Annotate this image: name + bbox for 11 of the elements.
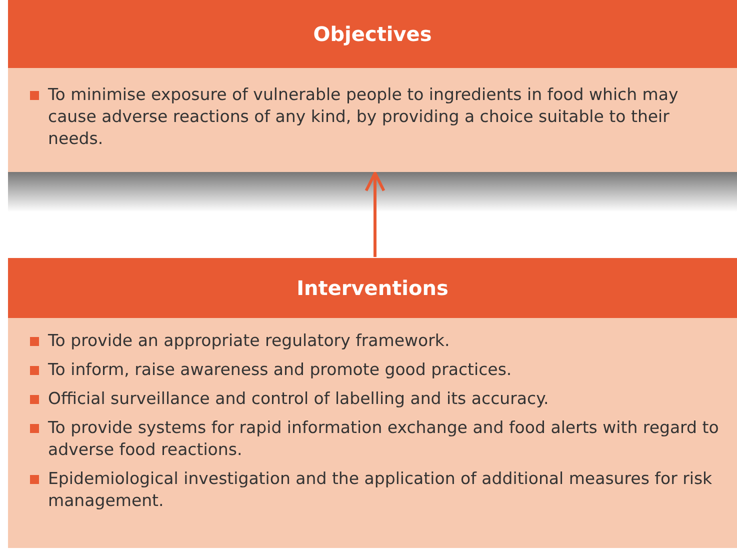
interventions-panel	[8, 258, 737, 548]
bullet-item: To minimise exposure of vulnerable people to ingredients in food which may cause adverse reactions of any kind, by providing a choice suitable to their needs.	[8, 84, 737, 150]
bullet-item: To provide systems for rapid information exchange and food alerts with regard to adverse food reactions.	[8, 417, 737, 461]
bullet-item: Official surveillance and control of labelling and its accuracy.	[8, 388, 737, 410]
arrow	[364, 172, 386, 257]
bullet-item: To provide an appropriate regulatory framework.	[8, 330, 737, 352]
bullet-item: Epidemiological investigation and the application of additional measures for risk management.	[8, 468, 737, 512]
bullet-item: To inform, raise awareness and promote good practices.	[8, 359, 737, 381]
panel-heading: Objectives	[8, 0, 737, 68]
objectives-panel	[8, 0, 737, 172]
panel-heading: Interventions	[8, 258, 737, 318]
